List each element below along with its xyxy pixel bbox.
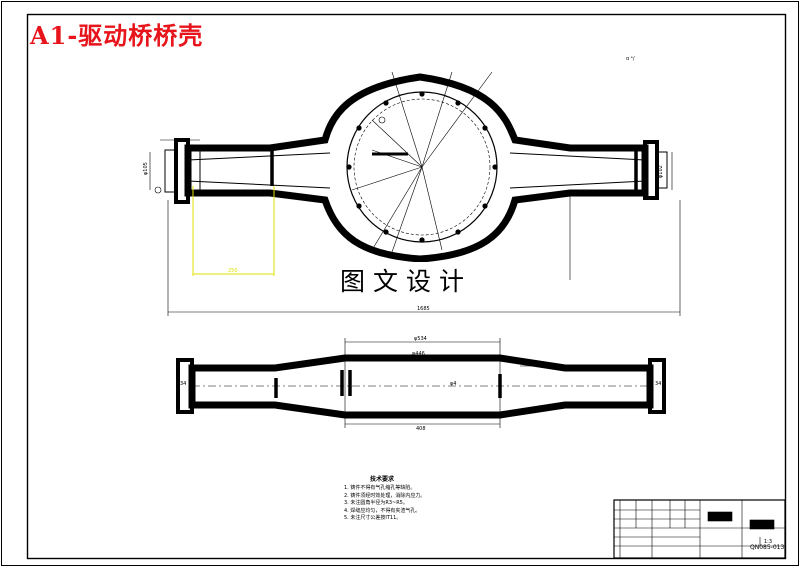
title-block-scale: 1:3 [764, 539, 772, 545]
right-flange [643, 140, 659, 200]
dim-overall-length: 1685 [417, 306, 430, 312]
tech-requirement-item: 5. 未注尺寸公差按IT11。 [344, 515, 402, 521]
tech-requirement-item: 3. 未注圆角半径为R3~R5。 [344, 500, 408, 506]
corner-note: ɑ ᵊ/ [626, 56, 635, 62]
title-block-drawing-no: QN085-013 [750, 544, 785, 551]
yellow-dimension [192, 186, 275, 276]
tech-requirements-title: 技术要求 [370, 476, 395, 483]
dim-yellow: 250 [228, 268, 238, 274]
dimension-labels: 1685 250 φ534 φ446 408 φ105 φ102 34 34 φ… [143, 56, 664, 432]
dim-right-flange: φ102 [658, 165, 664, 178]
housing-hull-top [184, 73, 649, 263]
top-dimensions [149, 139, 681, 316]
housing-hull-front [188, 354, 654, 419]
sheet-title: A1-驱动桥桥壳 [30, 21, 204, 50]
front-dimensions [344, 338, 552, 428]
watermark: 图文设计 [318, 262, 494, 302]
tech-requirement-item: 4. 焊缝应均匀，不得有夹渣气孔。 [344, 507, 421, 514]
tech-requirement-item: 1. 铸件不得有气孔缩孔等缺陷。 [344, 485, 416, 491]
title-block [613, 499, 786, 559]
dim-center-top: φ534 [414, 336, 427, 342]
tech-requirement-item: 2. 铸件须经时效处理，消除内应力。 [344, 492, 426, 499]
dim-center-mark: φ4 [450, 381, 456, 387]
left-flange [174, 138, 190, 204]
dim-left-flange: φ105 [143, 162, 149, 175]
bolt-holes [346, 91, 498, 243]
top-view [149, 71, 681, 316]
inner-frame [26, 13, 787, 560]
title-block-text: 1:3 [764, 539, 772, 545]
dim-center-bottom: 408 [416, 426, 426, 432]
front-view [176, 338, 666, 428]
dim-side-right: 34 [655, 381, 661, 387]
dim-center-inner: φ446 [412, 351, 425, 357]
tech-requirements-list: 1. 铸件不得有气孔缩孔等缺陷。 2. 铸件须经时效处理，消除内应力。 3. 未… [344, 485, 425, 523]
radial-leaders [351, 71, 493, 253]
dim-side-left: 34 [180, 381, 186, 387]
